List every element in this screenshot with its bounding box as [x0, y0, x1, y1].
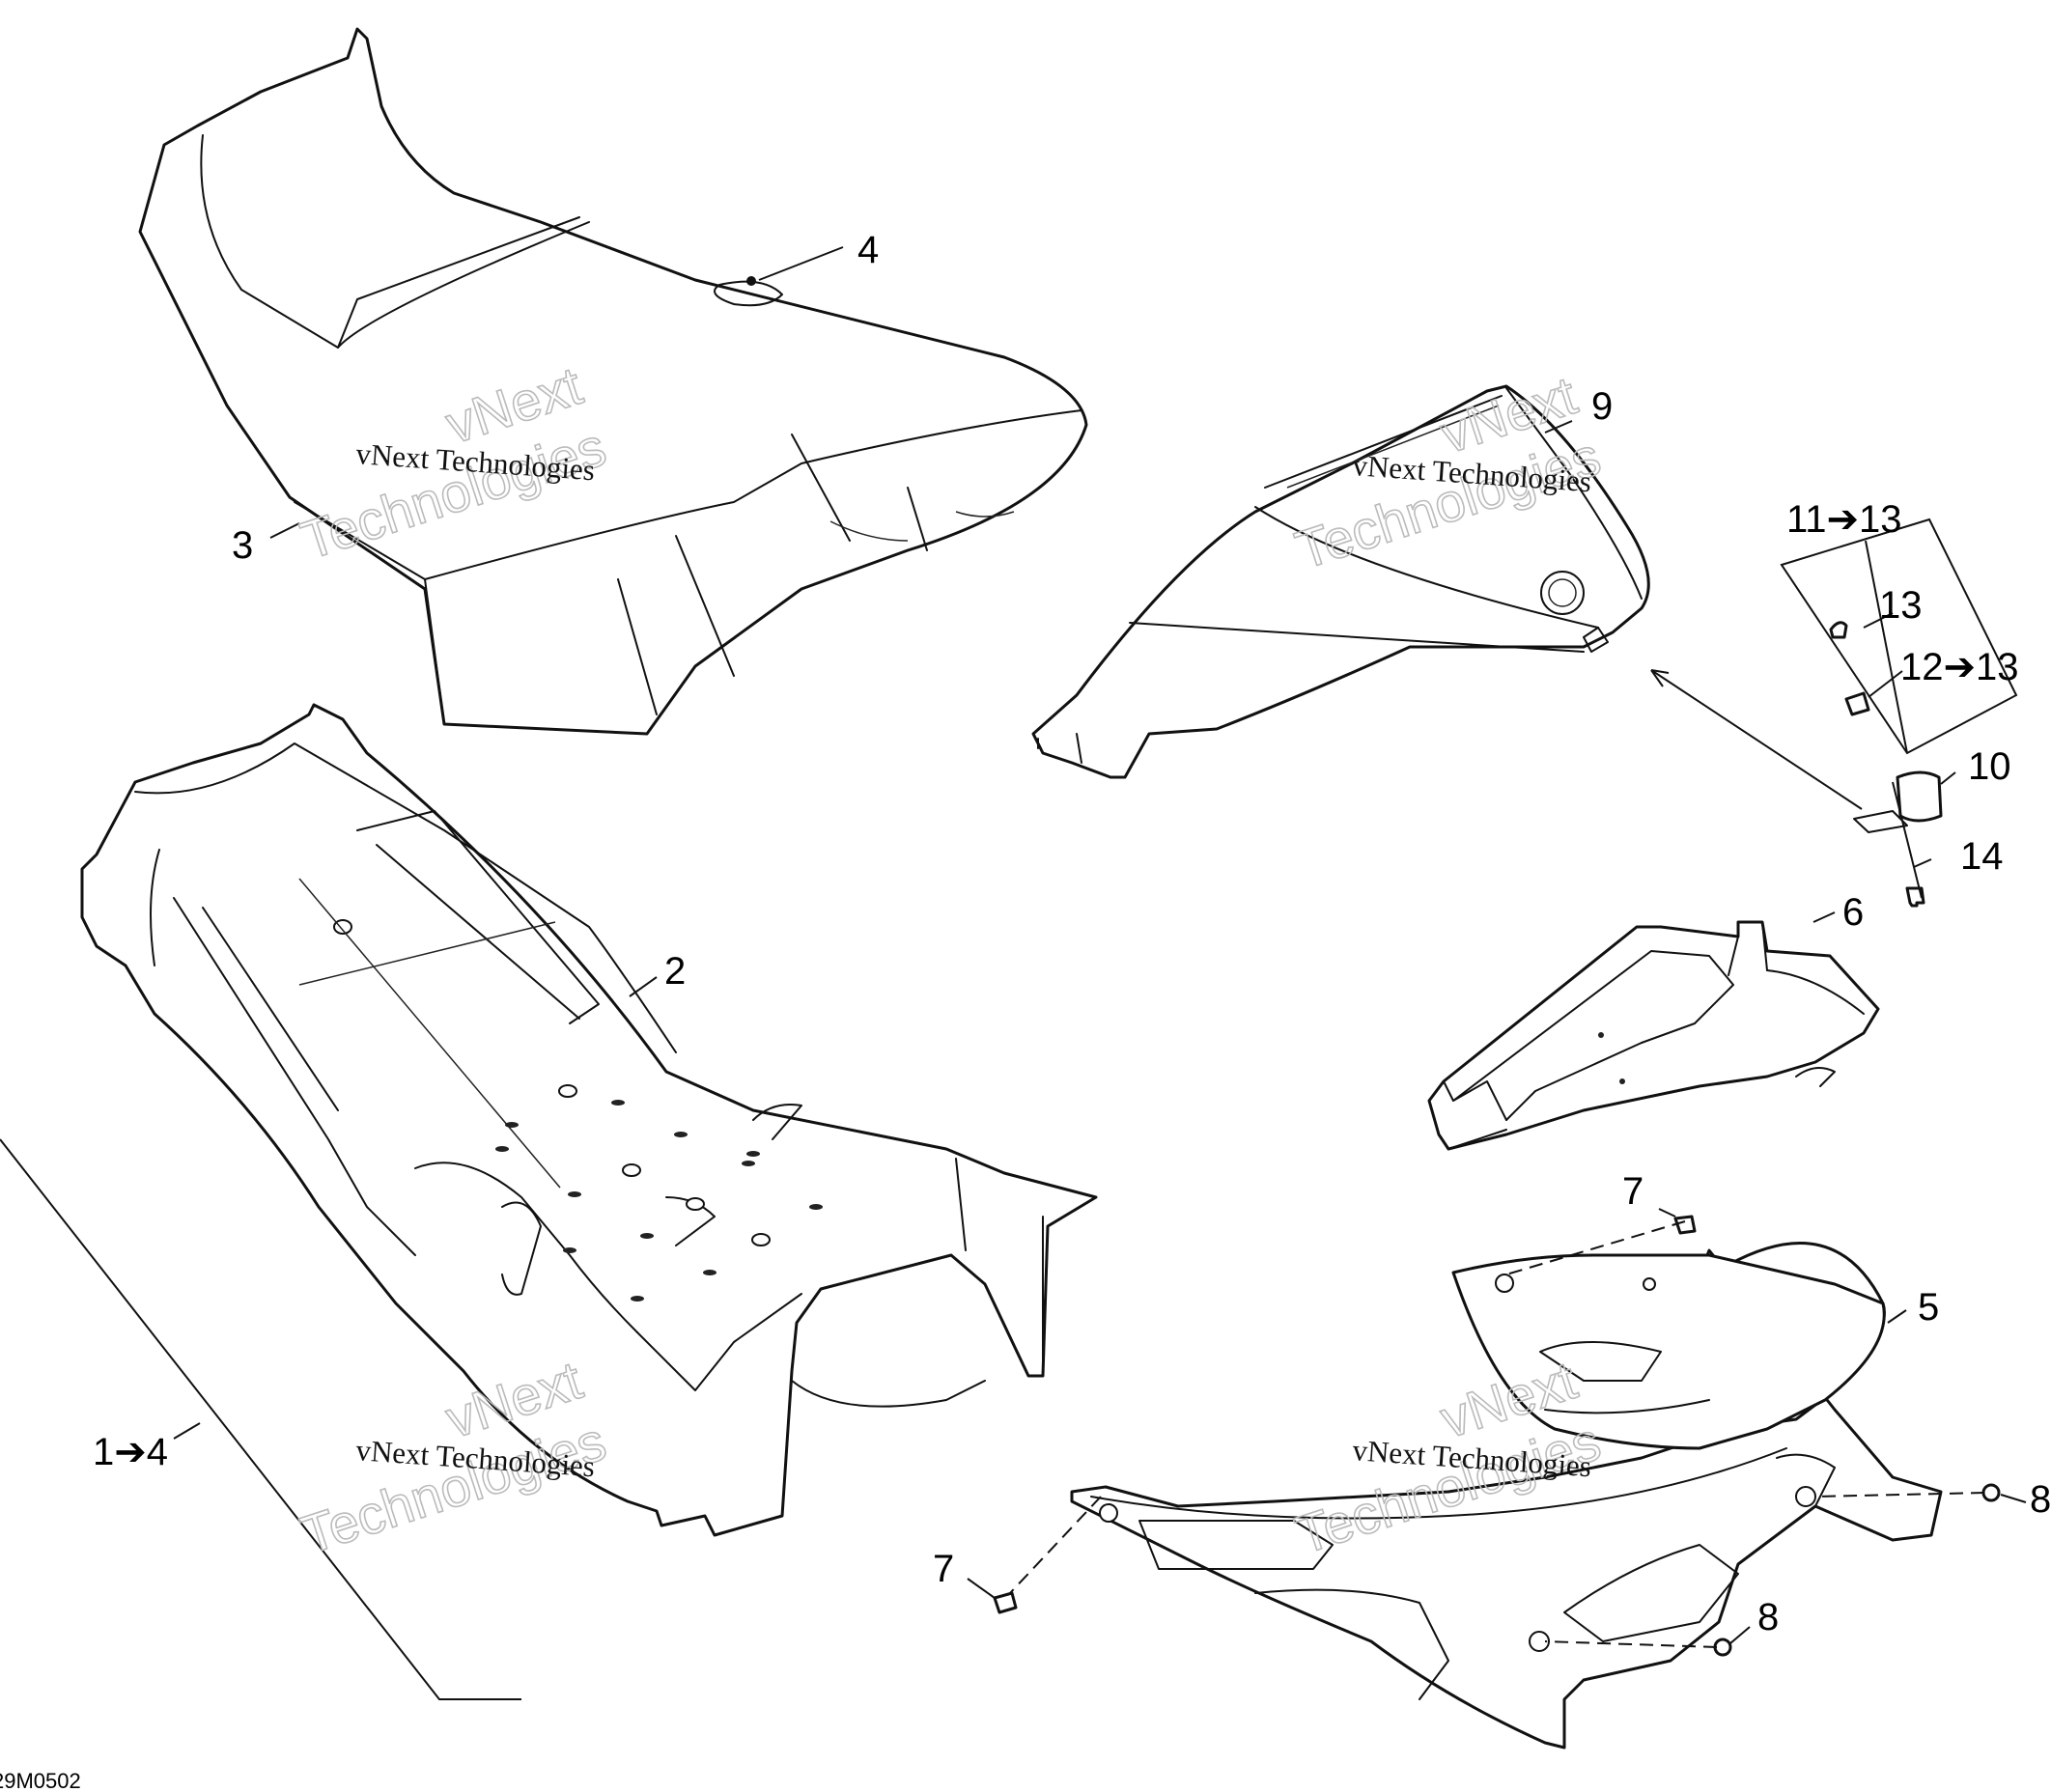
callout-6: 6: [1842, 891, 1864, 934]
callout-13: 13: [1879, 584, 1923, 627]
screw-7-bottom-icon: [993, 1591, 1018, 1614]
callout-3: 3: [232, 524, 253, 567]
screw-7-top-icon: [1673, 1215, 1697, 1235]
side-tray-part[interactable]: [1427, 920, 1880, 1151]
callout-5: 5: [1918, 1286, 1939, 1329]
nut-13-icon: [1829, 621, 1848, 639]
callout-10: 10: [1968, 745, 2011, 788]
spacer-12-icon: [1844, 691, 1870, 716]
arrow-head-icon: [1650, 669, 1670, 687]
latch-10-icon: [1896, 770, 1943, 823]
drawing-code: 29M0502: [0, 1769, 81, 1792]
callout-7-bottom: 7: [933, 1548, 954, 1590]
callout-8-right: 8: [2030, 1478, 2051, 1521]
leader-lines: [0, 246, 2027, 1700]
nut-8-bottom-icon: [1713, 1638, 1732, 1657]
bracket-box-11-13: [1780, 518, 2018, 755]
seat-base-part[interactable]: [80, 703, 1098, 1537]
group-bracket-1-4: [0, 1138, 521, 1700]
side-panel-part[interactable]: [1070, 1242, 1943, 1750]
callout-11-13: 11➔13: [1786, 498, 1902, 541]
callout-1-4: 1➔4: [93, 1431, 168, 1473]
callout-14: 14: [1960, 835, 2004, 878]
latch-hardware-group[interactable]: [1780, 518, 2018, 908]
callout-8-bottom: 8: [1757, 1596, 1779, 1638]
callout-9: 9: [1591, 385, 1613, 428]
seat-part[interactable]: [138, 27, 1088, 736]
callout-labels: 1➔4 2 3 4 5 6 7 7 8 8 9 10 11➔13 12➔13 1…: [93, 229, 2051, 1638]
nut-8-right-icon: [1981, 1483, 2001, 1502]
callout-2: 2: [664, 950, 686, 993]
callout-7-top: 7: [1622, 1170, 1644, 1213]
cover-part[interactable]: [1031, 384, 1650, 779]
callout-12-13: 12➔13: [1900, 646, 2019, 688]
callout-4: 4: [857, 229, 879, 271]
